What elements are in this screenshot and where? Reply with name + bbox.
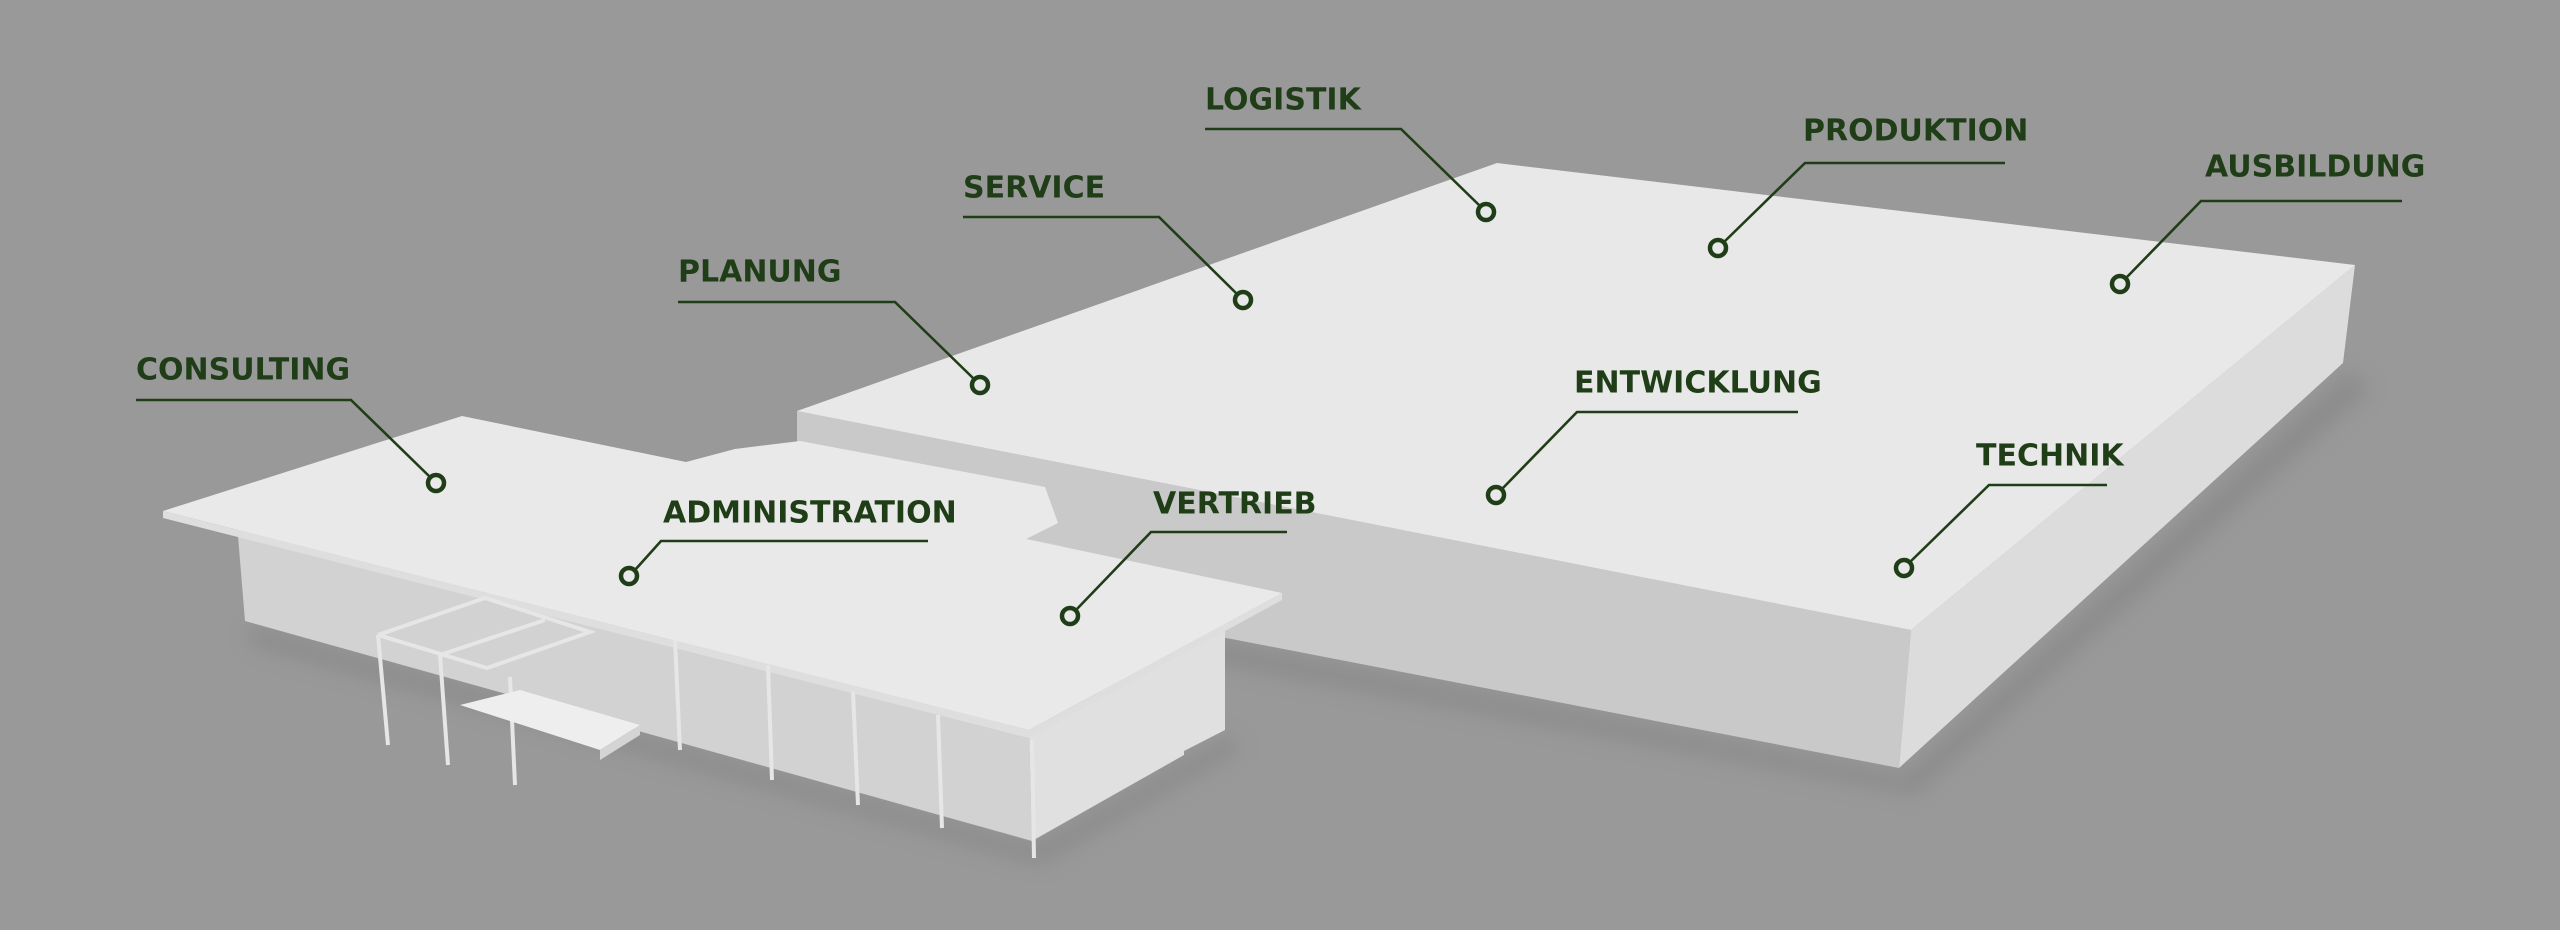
label-administration[interactable]: ADMINISTRATION bbox=[618, 496, 957, 587]
marker-circle-icon[interactable] bbox=[1059, 605, 1081, 627]
small-building-roof bbox=[163, 416, 1282, 730]
label-service[interactable]: SERVICE bbox=[963, 171, 1254, 311]
leader-line bbox=[2125, 199, 2402, 279]
label-planung[interactable]: PLANUNG bbox=[678, 255, 991, 396]
label-text: ENTWICKLUNG bbox=[1574, 366, 1822, 401]
label-text: ADMINISTRATION bbox=[663, 496, 957, 531]
marker-circle-icon[interactable] bbox=[1485, 484, 1507, 506]
main-building bbox=[797, 163, 2355, 768]
leader-line bbox=[1205, 127, 1481, 207]
small-building bbox=[163, 416, 1282, 859]
label-text: CONSULTING bbox=[136, 353, 350, 388]
entrance-step bbox=[460, 690, 640, 750]
leader-line bbox=[1075, 530, 1287, 611]
leader-line bbox=[1501, 410, 1798, 490]
small-building-front-wall bbox=[237, 524, 1032, 841]
label-entwicklung[interactable]: ENTWICKLUNG bbox=[1485, 366, 1822, 506]
label-consulting[interactable]: CONSULTING bbox=[136, 353, 447, 494]
marker-circle-icon[interactable] bbox=[969, 374, 991, 396]
marker-circle-icon[interactable] bbox=[1232, 289, 1254, 311]
leader-line bbox=[1909, 483, 2107, 563]
label-ausbildung[interactable]: AUSBILDUNG bbox=[2109, 150, 2425, 295]
marker-circle-icon[interactable] bbox=[2109, 273, 2131, 295]
label-text: LOGISTIK bbox=[1205, 83, 1363, 118]
marker-circle-icon[interactable] bbox=[1893, 557, 1915, 579]
label-text: PRODUKTION bbox=[1803, 114, 2028, 149]
label-produktion[interactable]: PRODUKTION bbox=[1707, 114, 2028, 259]
main-building-side-wall bbox=[1899, 265, 2355, 768]
label-text: TECHNIK bbox=[1976, 439, 2125, 474]
label-text: VERTRIEB bbox=[1153, 487, 1317, 522]
label-text: PLANUNG bbox=[678, 255, 842, 290]
leader-line bbox=[634, 539, 928, 571]
main-building-front-wall bbox=[797, 411, 1911, 768]
label-technik[interactable]: TECHNIK bbox=[1893, 439, 2125, 579]
pergola bbox=[376, 595, 1036, 859]
leader-line bbox=[963, 215, 1238, 295]
label-vertrieb[interactable]: VERTRIEB bbox=[1059, 487, 1317, 627]
label-text: AUSBILDUNG bbox=[2205, 150, 2425, 185]
leader-line bbox=[678, 300, 975, 380]
leader-line bbox=[1723, 161, 2005, 243]
small-building-side-wall bbox=[1029, 628, 1225, 841]
leader-line bbox=[136, 398, 431, 478]
label-text: SERVICE bbox=[963, 171, 1105, 206]
main-building-roof bbox=[797, 163, 2355, 630]
marker-circle-icon[interactable] bbox=[1475, 201, 1497, 223]
marker-circle-icon[interactable] bbox=[425, 472, 447, 494]
marker-circle-icon[interactable] bbox=[618, 565, 640, 587]
marker-circle-icon[interactable] bbox=[1707, 237, 1729, 259]
label-logistik[interactable]: LOGISTIK bbox=[1205, 83, 1497, 223]
